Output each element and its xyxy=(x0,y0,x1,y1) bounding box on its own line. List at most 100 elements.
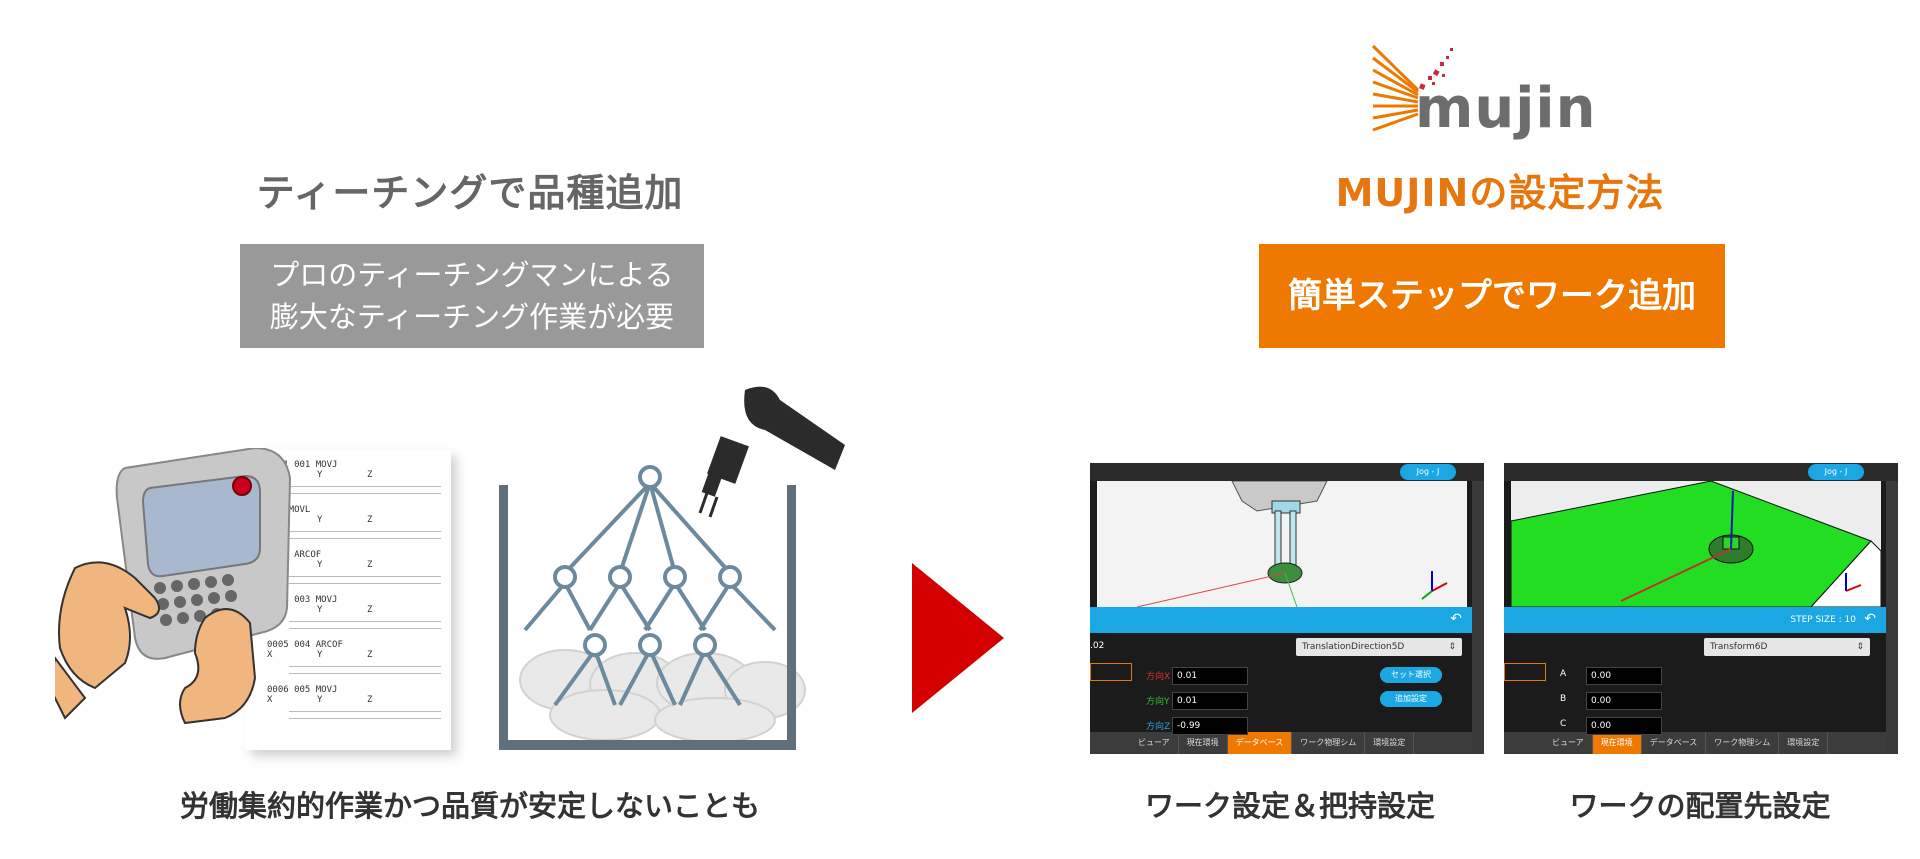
listing-divider xyxy=(289,486,441,494)
mujin-logo-mark xyxy=(1371,44,1453,132)
undo-icon[interactable]: ↶ xyxy=(1450,611,1462,627)
bin xyxy=(499,485,796,750)
type-select[interactable]: Transform6D ⇕ xyxy=(1704,638,1870,656)
right-toolbar[interactable] xyxy=(1886,481,1898,754)
listing-divider xyxy=(289,666,441,674)
tab-4[interactable]: 環境設定 xyxy=(1365,732,1415,754)
axis-label-x: X xyxy=(267,650,273,660)
param-input[interactable]: 0.01 xyxy=(1172,667,1248,685)
tab-4[interactable]: 環境設定 xyxy=(1779,732,1829,754)
selected-cell[interactable] xyxy=(1090,663,1132,681)
right-title: MUJINの設定方法 xyxy=(1335,171,1665,215)
param-label: B xyxy=(1560,694,1567,704)
program-command: 0003 ARCOF xyxy=(267,550,322,560)
step-size-label: STEP SIZE : 10 xyxy=(1790,615,1856,625)
arrow-right-icon xyxy=(912,563,1004,713)
robot-arm xyxy=(698,386,845,518)
type-select-value: TranslationDirection5D xyxy=(1302,642,1405,652)
teaching-problem-box: プロのティーチングマンによる 膨大なティーチング作業が必要 xyxy=(240,244,704,348)
tab-1[interactable]: 現在環境 xyxy=(1179,732,1228,754)
axis-label-y: Y xyxy=(317,470,323,480)
tab-2[interactable]: データベース xyxy=(1642,732,1707,754)
axis-label-y: Y xyxy=(317,695,323,705)
axis-label-y: Y xyxy=(317,515,323,525)
param-label: C xyxy=(1560,719,1567,729)
add-setting-button[interactable]: 追加設定 xyxy=(1380,691,1442,707)
right-toolbar[interactable] xyxy=(1472,481,1484,754)
screen-topbar: Jog - J xyxy=(1090,463,1484,481)
param-input[interactable]: -0.99 xyxy=(1172,717,1248,735)
search-tree xyxy=(523,481,777,707)
axis-label-z: Z xyxy=(367,605,373,615)
set-select-button[interactable]: セット選択 xyxy=(1380,667,1442,683)
tree-root-node xyxy=(638,465,662,489)
teach-pendant-illustration xyxy=(55,448,292,725)
mujin-logo-text: mujin xyxy=(1415,76,1597,141)
place-setting-screen: Jog - J STEP SIZE : 10 ↶ Transform6D ⇕ ビ… xyxy=(1504,463,1898,754)
listing-divider xyxy=(289,621,441,629)
3d-viewer[interactable] xyxy=(1510,480,1882,608)
problem-line-2: 膨大なティーチング作業が必要 xyxy=(269,300,675,334)
param-label: 方向Z xyxy=(1146,722,1171,732)
tab-2[interactable]: データベース xyxy=(1227,732,1293,754)
axis-label-y: Y xyxy=(317,650,323,660)
chevron-updown-icon: ⇕ xyxy=(1856,642,1864,652)
param-label: 方向Y xyxy=(1146,697,1170,707)
program-command: 0001 001 MOVJ xyxy=(267,460,338,470)
left-title: ティーチングで品種追加 xyxy=(256,171,684,215)
xyz-row: X Y Z xyxy=(267,695,451,705)
3d-viewer[interactable] xyxy=(1097,480,1467,608)
xyz-row: X Y Z xyxy=(267,650,451,660)
easy-step-box: 簡単ステップでワーク追加 xyxy=(1259,244,1725,348)
tab-1[interactable]: 現在環境 xyxy=(1592,732,1642,754)
axis-label-z: Z xyxy=(367,560,373,570)
program-command: 0006 005 MOVJ xyxy=(267,685,338,695)
axis-label-z: Z xyxy=(367,515,373,525)
tab-0[interactable]: ビューア xyxy=(1544,732,1593,754)
work-setting-screen: Jog - J ↶ .02 TranslationDirection5D ⇕ セ… xyxy=(1090,463,1484,754)
param-input[interactable]: 0.00 xyxy=(1586,667,1662,685)
mujin-logo: mujin xyxy=(1370,40,1595,141)
axis-label-z: Z xyxy=(367,695,373,705)
program-command: 0004 003 MOVJ xyxy=(267,595,338,605)
selected-cell[interactable] xyxy=(1504,663,1546,681)
program-command: 0005 004 ARCOF xyxy=(267,640,343,650)
axis-label-x: X xyxy=(267,695,273,705)
problem-line-1: プロのティーチングマンによる xyxy=(270,258,674,292)
right-hand xyxy=(179,608,257,725)
id-field[interactable]: .02 xyxy=(1090,641,1105,651)
listing-divider xyxy=(289,531,441,539)
tab-3[interactable]: ワーク物理シム xyxy=(1706,732,1780,754)
tab-bar: ビューア現在環境データベースワーク物理シム環境設定 xyxy=(1090,732,1472,754)
jog-button[interactable]: Jog - J xyxy=(1400,464,1456,480)
type-select[interactable]: TranslationDirection5D ⇕ xyxy=(1296,638,1462,656)
blue-status-bar: STEP SIZE : 10 ↶ xyxy=(1504,607,1886,633)
chevron-updown-icon: ⇕ xyxy=(1448,642,1456,652)
param-label: 方向X xyxy=(1146,672,1171,682)
undo-icon[interactable]: ↶ xyxy=(1864,611,1876,627)
tab-3[interactable]: ワーク物理シム xyxy=(1292,732,1366,754)
blue-status-bar: ↶ xyxy=(1090,607,1472,633)
screen-topbar: Jog - J xyxy=(1504,463,1898,481)
place-setting-caption: ワークの配置先設定 xyxy=(1569,789,1831,823)
param-input[interactable]: 0.01 xyxy=(1172,692,1248,710)
left-hand xyxy=(55,561,160,720)
axis-label-y: Y xyxy=(317,560,323,570)
param-input[interactable]: 0.00 xyxy=(1586,717,1662,735)
tab-0[interactable]: ビューア xyxy=(1130,732,1179,754)
type-select-value: Transform6D xyxy=(1710,642,1768,652)
jog-button[interactable]: Jog - J xyxy=(1808,464,1864,480)
teach-pendant xyxy=(115,448,292,660)
axis-label-z: Z xyxy=(367,650,373,660)
axis-label-y: Y xyxy=(317,605,323,615)
emergency-stop-icon xyxy=(232,476,252,496)
param-label: A xyxy=(1560,669,1567,679)
bin-picking-diagram xyxy=(499,386,845,750)
param-input[interactable]: 0.00 xyxy=(1586,692,1662,710)
listing-divider xyxy=(289,576,441,584)
listing-divider xyxy=(289,711,441,719)
tab-bar: ビューア現在環境データベースワーク物理シム環境設定 xyxy=(1504,732,1886,754)
axis-label-z: Z xyxy=(367,470,373,480)
